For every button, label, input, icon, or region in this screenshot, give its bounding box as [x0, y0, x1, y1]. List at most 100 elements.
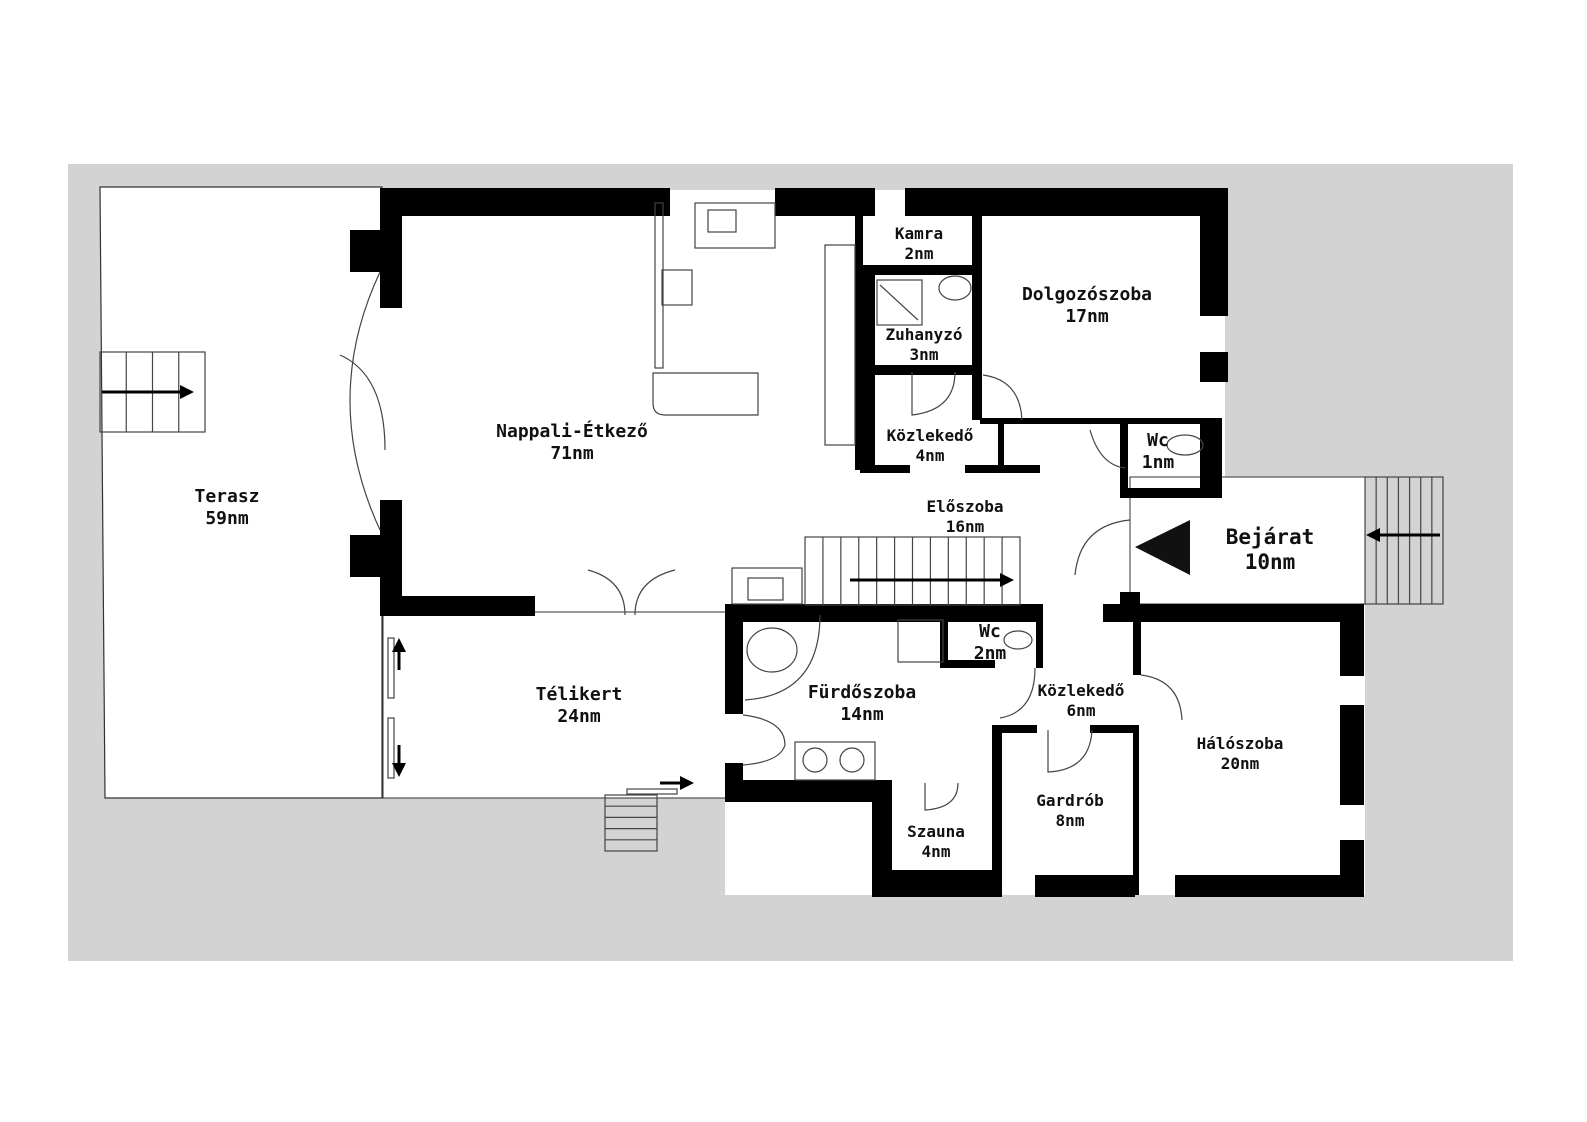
room-area-dolgozo: 17nm	[1065, 306, 1109, 327]
arrow-icon	[680, 776, 694, 790]
wall	[980, 418, 1200, 424]
shower-diagonal	[879, 284, 919, 321]
garden-stairs	[604, 794, 658, 852]
wall	[725, 604, 1043, 622]
arrow-icon	[392, 638, 406, 652]
utility-counter	[731, 567, 803, 605]
room-name-terasz: Terasz	[194, 486, 259, 507]
wall	[350, 230, 382, 272]
wall	[860, 265, 980, 275]
kitchen-counter	[654, 202, 664, 369]
entry-door-arc	[1074, 519, 1131, 576]
room-area-szauna: 4nm	[922, 842, 951, 861]
wall	[940, 660, 995, 668]
wall	[380, 188, 670, 216]
wall	[1120, 488, 1222, 498]
kitchen-counter-top	[694, 202, 776, 249]
entry-triangle-icon	[1135, 520, 1190, 575]
kitchen-island	[652, 372, 759, 416]
room-name-kozlekedo1: Közlekedő	[887, 426, 974, 445]
room-area-wc2: 2nm	[974, 643, 1007, 664]
wall	[1120, 418, 1128, 498]
hall-door-arc	[999, 667, 1036, 719]
wall	[940, 615, 948, 663]
fixtures	[339, 202, 1204, 811]
room-name-dolgozo: Dolgozószoba	[1022, 284, 1152, 305]
arrow-icon	[1366, 528, 1380, 542]
arrows	[102, 385, 1440, 790]
bathtub-icon	[746, 627, 798, 673]
wall	[380, 190, 402, 308]
wall	[1340, 705, 1364, 805]
entry-stairs	[1364, 476, 1444, 605]
shower-door-arc	[911, 371, 956, 416]
wall	[1340, 604, 1364, 676]
basin-left	[802, 747, 828, 773]
sliding-door-bottom	[387, 717, 395, 779]
room-area-furdo: 14nm	[840, 704, 884, 725]
wall	[860, 465, 910, 473]
wall	[1036, 615, 1043, 668]
terrace-door-arc	[349, 271, 381, 531]
bedroom-door-arc	[1140, 674, 1183, 721]
room-area-wc1: 1nm	[1142, 452, 1175, 473]
room-area-terasz: 59nm	[205, 508, 249, 529]
room-name-wc1: Wc	[1147, 430, 1169, 451]
wall	[1133, 725, 1139, 895]
room-area-zuhanyzo: 3nm	[910, 345, 939, 364]
wall	[992, 725, 1002, 897]
wall	[725, 780, 890, 802]
room-name-szauna: Szauna	[907, 822, 965, 841]
sauna-door-arc	[924, 782, 959, 811]
room-name-zuhanyzo: Zuhanyzó	[885, 325, 962, 344]
wall	[860, 365, 980, 375]
room-area-haloszoba: 20nm	[1221, 754, 1260, 773]
wardrobe-unit	[824, 244, 856, 446]
wall	[380, 596, 535, 616]
room-name-eloszoba: Előszoba	[926, 497, 1003, 516]
wall	[1090, 725, 1135, 733]
wall	[1035, 875, 1135, 897]
wall	[380, 500, 402, 615]
stairs	[99, 351, 1444, 852]
office-door-arc	[982, 374, 1023, 421]
room-area-nappali: 71nm	[550, 443, 594, 464]
washbasin-icon	[938, 275, 972, 301]
utility-sink-icon	[747, 577, 784, 601]
arrow-icon	[180, 385, 194, 399]
french-door-arc	[339, 354, 386, 451]
room-area-eloszoba: 16nm	[946, 517, 985, 536]
wall	[1200, 188, 1228, 316]
wall	[972, 215, 982, 420]
sliding-door-top	[387, 637, 395, 699]
wall	[992, 725, 1037, 733]
room-area-bejarat: 10nm	[1245, 550, 1296, 574]
arrow-icon	[392, 763, 406, 777]
walls	[350, 188, 1364, 897]
room-area-telikert: 24nm	[557, 706, 601, 727]
wall	[998, 420, 1004, 470]
room-name-telikert: Télikert	[536, 684, 623, 705]
garden-door-left	[587, 569, 626, 616]
toilet-icon	[1166, 434, 1204, 456]
threshold	[626, 788, 678, 795]
room-name-bejarat: Bejárat	[1226, 525, 1315, 549]
room-name-kozlekedo2: Közlekedő	[1038, 681, 1125, 700]
room-name-furdo: Fürdőszoba	[808, 682, 916, 703]
wall	[1175, 875, 1364, 897]
room-area-kamra: 2nm	[905, 244, 934, 263]
bath-door-arc	[742, 714, 786, 766]
room-name-wc2: Wc	[979, 621, 1001, 642]
room-name-kamra: Kamra	[895, 224, 943, 243]
wardrobe-door-arc	[1047, 729, 1093, 773]
wall	[872, 780, 892, 897]
wc-door-arc	[1089, 429, 1126, 469]
bath-shower-icon	[897, 619, 944, 663]
arrow-icon	[1000, 573, 1014, 587]
wall	[350, 535, 382, 577]
room-name-nappali: Nappali-Étkező	[496, 420, 648, 442]
room-name-haloszoba: Hálószoba	[1197, 734, 1284, 753]
room-area-kozlekedo2: 6nm	[1067, 701, 1096, 720]
wall	[1103, 604, 1363, 622]
